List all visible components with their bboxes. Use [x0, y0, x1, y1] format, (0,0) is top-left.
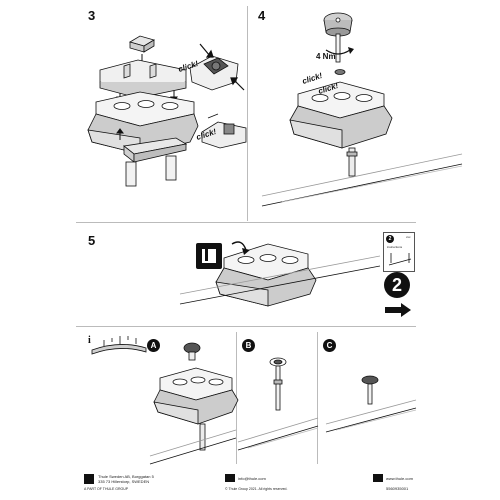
divider-horizontal-1: [76, 222, 416, 223]
footer-address-line1: Thule Sweden AB, Borggatan 5: [98, 474, 154, 479]
footer-copyright: © Thule Group 2021. All rights reserved.: [225, 487, 288, 491]
step-5-illustration: [179, 241, 381, 307]
step-4-number: 4: [258, 8, 266, 23]
footer-doc-number: 5560935001: [386, 486, 409, 491]
step-3-number: 3: [88, 8, 96, 23]
step-3-detail-bottom: [201, 113, 247, 149]
instr-code: xxx: [406, 235, 411, 239]
option-c-illustration: [325, 375, 417, 433]
footer-address-line2: 335 73 Hillerstorp, SWEDEN: [98, 479, 150, 484]
step-5-number: 5: [88, 233, 96, 248]
instr-diagram: [388, 253, 412, 266]
globe-icon: [373, 474, 383, 482]
divider-vertical-bc: [317, 332, 318, 464]
step-4-illustration: [261, 12, 463, 207]
next-arrow-icon: [385, 303, 411, 317]
info-icon: i: [88, 335, 91, 346]
clip-part: [129, 35, 155, 53]
instruction-leaflet: 2 xxx instructions: [383, 232, 415, 272]
torque-label: 4 Nm: [316, 52, 336, 61]
option-a-badge: A: [147, 339, 160, 352]
instr-step-badge: 2: [386, 235, 394, 243]
divider-vertical-top: [247, 6, 248, 221]
option-b-badge: B: [242, 339, 255, 352]
instr-title: instructions: [387, 245, 403, 249]
torque-tool-icon: [323, 12, 353, 63]
footer-logo: [84, 474, 94, 484]
info-illustration: [91, 336, 147, 355]
option-c-badge: C: [323, 339, 336, 352]
step-3-detail-top: [189, 43, 245, 91]
email-icon: [225, 474, 235, 482]
footer-part-of: A PART OF THULE GROUP: [84, 487, 129, 491]
next-step-badge: 2: [384, 272, 410, 298]
knob-icon: [183, 342, 201, 361]
footer-email: info@thule.com: [238, 476, 266, 481]
end-cap-detail: [196, 243, 222, 269]
option-a-illustration: [149, 342, 239, 465]
step-3-illustration: [87, 35, 199, 187]
divider-horizontal-2: [76, 326, 416, 327]
footer-website: www.thule.com: [386, 476, 413, 481]
option-b-illustration: [237, 357, 319, 451]
